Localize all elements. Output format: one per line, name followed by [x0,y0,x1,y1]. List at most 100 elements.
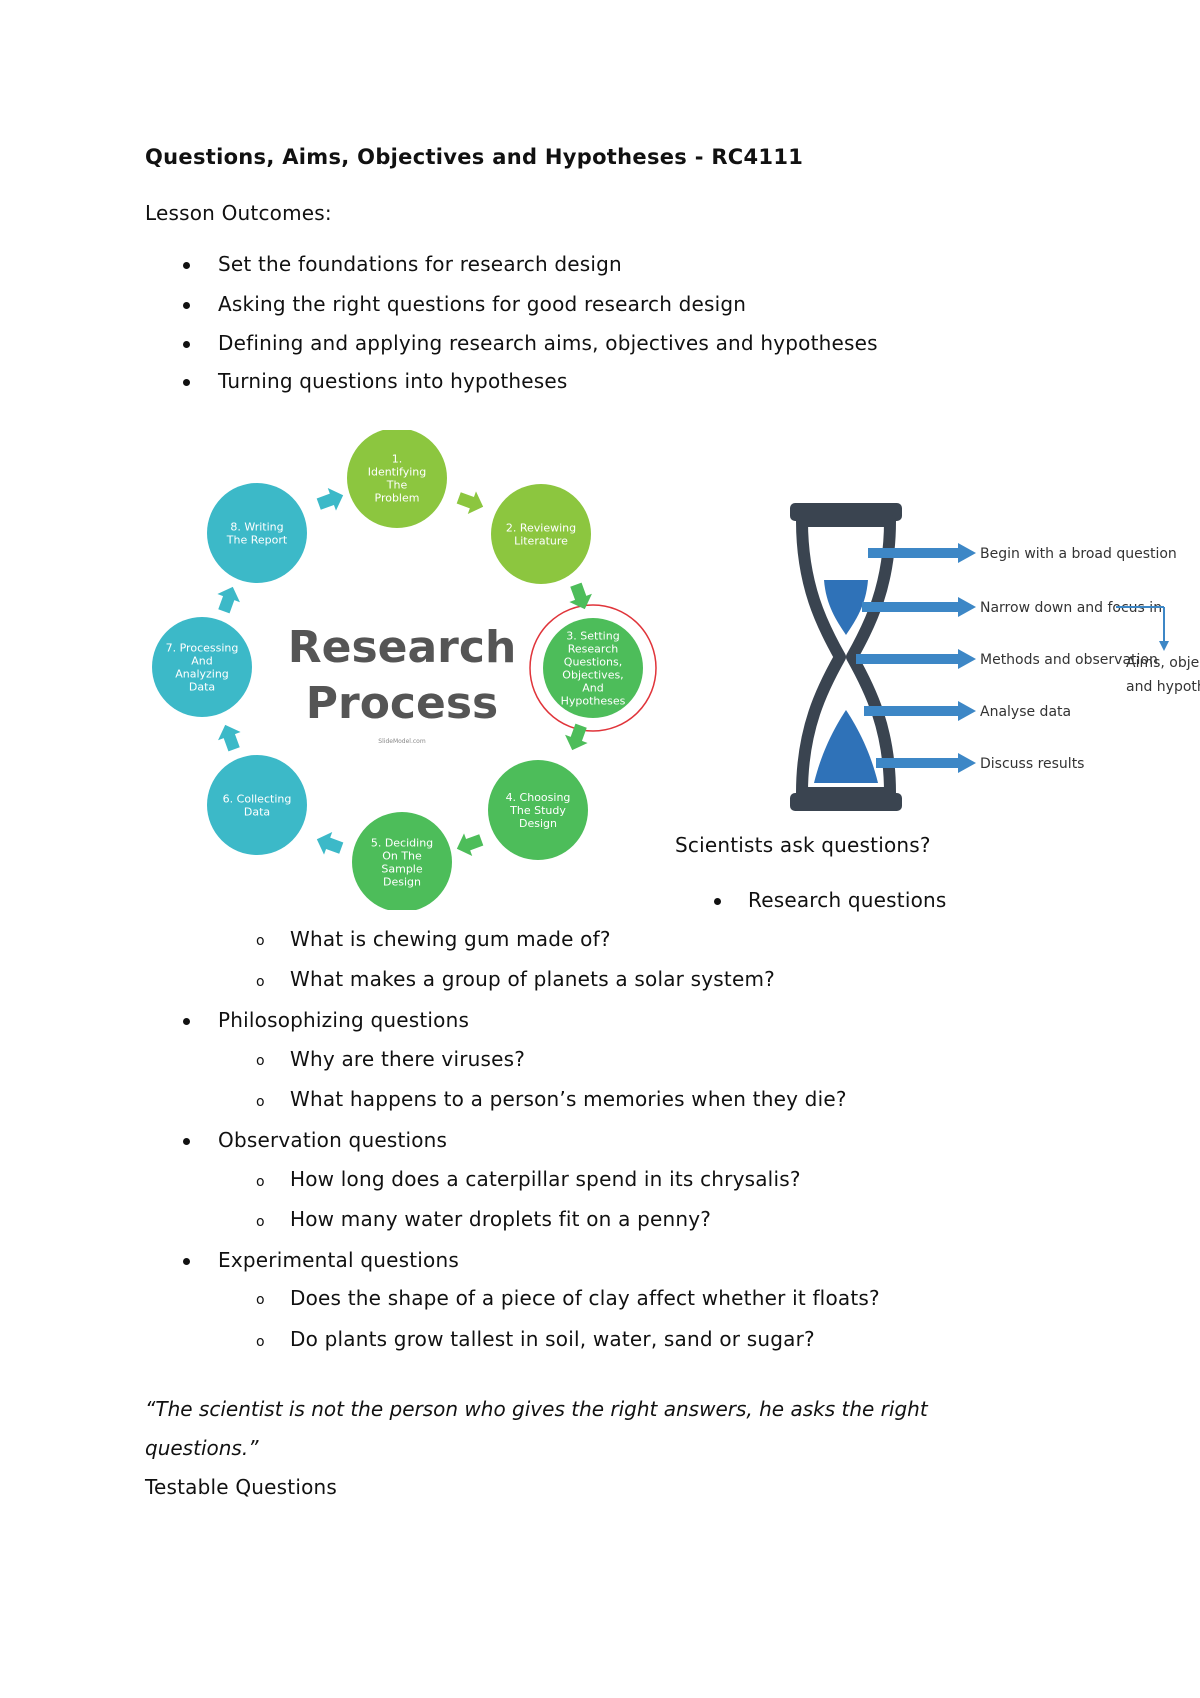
process-step-label: Objectives, [562,669,623,682]
process-step-label: 5. Deciding [371,837,433,850]
sub-bullet-icon: o [256,1174,265,1190]
hourglass-label: Methods and observation [980,652,1158,668]
process-step-label: Research [568,643,618,656]
list-item: How long does a caterpillar spend in its… [290,1167,801,1191]
arrow-icon [958,753,976,773]
process-step-label: 7. Processing [166,642,239,655]
arrow-icon [958,701,976,721]
arrow-icon [316,832,344,855]
list-item: Turning questions into hypotheses [218,369,568,393]
list-item: Do plants grow tallest in soil, water, s… [290,1327,815,1351]
arrow-icon [456,833,484,856]
outcomes-heading: Lesson Outcomes: [145,201,332,225]
process-step-label: And [582,682,603,695]
scientists-heading: Scientists ask questions? [675,833,931,857]
hourglass-arrow [856,654,958,664]
sub-bullet-icon: o [256,1094,265,1110]
process-step-label: On The [382,850,422,863]
process-step-circle [488,760,588,860]
list-item: What makes a group of planets a solar sy… [290,967,775,991]
hourglass-glass [796,515,896,799]
bullet-icon [714,898,721,905]
category-label: Observation questions [218,1128,448,1152]
bullet-icon [183,1138,190,1145]
list-item: Defining and applying research aims, obj… [218,331,878,355]
process-step-circle [543,618,643,718]
process-step-label: Identifying [368,466,427,479]
sub-bullet-icon: o [256,1053,265,1069]
process-step-label: 4. Choosing [506,791,571,804]
process-step-label: Analyzing [175,668,229,681]
process-step-label: Sample [381,863,422,876]
process-step-label: The [386,479,408,492]
sub-bullet-icon: o [256,1334,265,1350]
bullet-icon [183,1018,190,1025]
hourglass-bottom-sand [814,710,878,783]
arrow-icon [456,491,484,514]
category-label: Philosophizing questions [218,1008,470,1032]
process-step-label: Data [189,681,215,694]
category-label: Research questions [748,888,947,912]
hourglass-label: Analyse data [980,704,1071,720]
arrow-icon [958,649,976,669]
process-step-label: Hypotheses [561,695,626,708]
category-label: Experimental questions [218,1248,459,1272]
list-item: Asking the right questions for good rese… [218,292,747,316]
diagram-center-line2: Process [306,678,498,729]
sub-bullet-icon: o [256,974,265,990]
process-step-label: And [191,655,212,668]
highlight-ring [529,604,657,732]
hourglass-arrow [876,758,958,768]
diagram-center-line1: Research [288,622,517,673]
arrow-icon [316,488,344,511]
arrow-icon [958,543,976,563]
list-item: What is chewing gum made of? [290,927,611,951]
hourglass-arrow [862,602,958,612]
process-step-label: Questions, [564,656,622,669]
process-step-label: 1. [392,453,403,466]
bullet-icon [183,341,190,348]
list-item: Does the shape of a piece of clay affect… [290,1286,880,1310]
list-item: How many water droplets fit on a penny? [290,1207,712,1231]
list-item: Why are there viruses? [290,1047,526,1071]
process-step-circle [352,812,452,910]
hourglass-label: Discuss results [980,756,1084,772]
arrows-group [217,488,592,856]
side-label-line1: Aims, objectives [1126,655,1200,671]
hourglass-label: Narrow down and focus in [980,600,1162,616]
process-step-circle [207,483,307,583]
process-step-label: The Study [509,804,566,817]
process-step-label: Literature [514,535,568,548]
process-step-label: Data [244,806,270,819]
process-step-label: Design [519,817,557,830]
arrow-icon [218,724,241,752]
hourglass-label: Begin with a broad question [980,546,1177,562]
document-title: Questions, Aims, Objectives and Hypothes… [145,145,804,169]
process-step-label: 6. Collecting [223,793,292,806]
hourglass-top-sand [824,580,868,635]
testable-heading: Testable Questions [145,1475,338,1499]
bullet-icon [183,1258,190,1265]
hourglass-arrow [868,548,958,558]
side-label-line2: and hypotheses [1126,679,1200,695]
hourglass-arrow [864,706,958,716]
process-step-circle [491,484,591,584]
list-item: What happens to a person’s memories when… [290,1087,847,1111]
process-step-label: Design [383,876,421,889]
bullet-icon [183,262,190,269]
list-item: Set the foundations for research design [218,252,622,276]
process-step-label: The Report [226,534,288,547]
sub-bullet-icon: o [256,1292,265,1308]
quote: “The scientist is not the person who giv… [145,1397,928,1460]
arrow-icon [569,582,592,610]
sub-bullet-icon: o [256,933,265,949]
sub-bullet-icon: o [256,1214,265,1230]
diagram-watermark: SlideModel.com [378,738,426,745]
arrow-icon [217,586,240,614]
bullet-icon [183,379,190,386]
process-step-circle [152,617,252,717]
arrow-icon [1159,641,1169,651]
bullet-icon [183,302,190,309]
